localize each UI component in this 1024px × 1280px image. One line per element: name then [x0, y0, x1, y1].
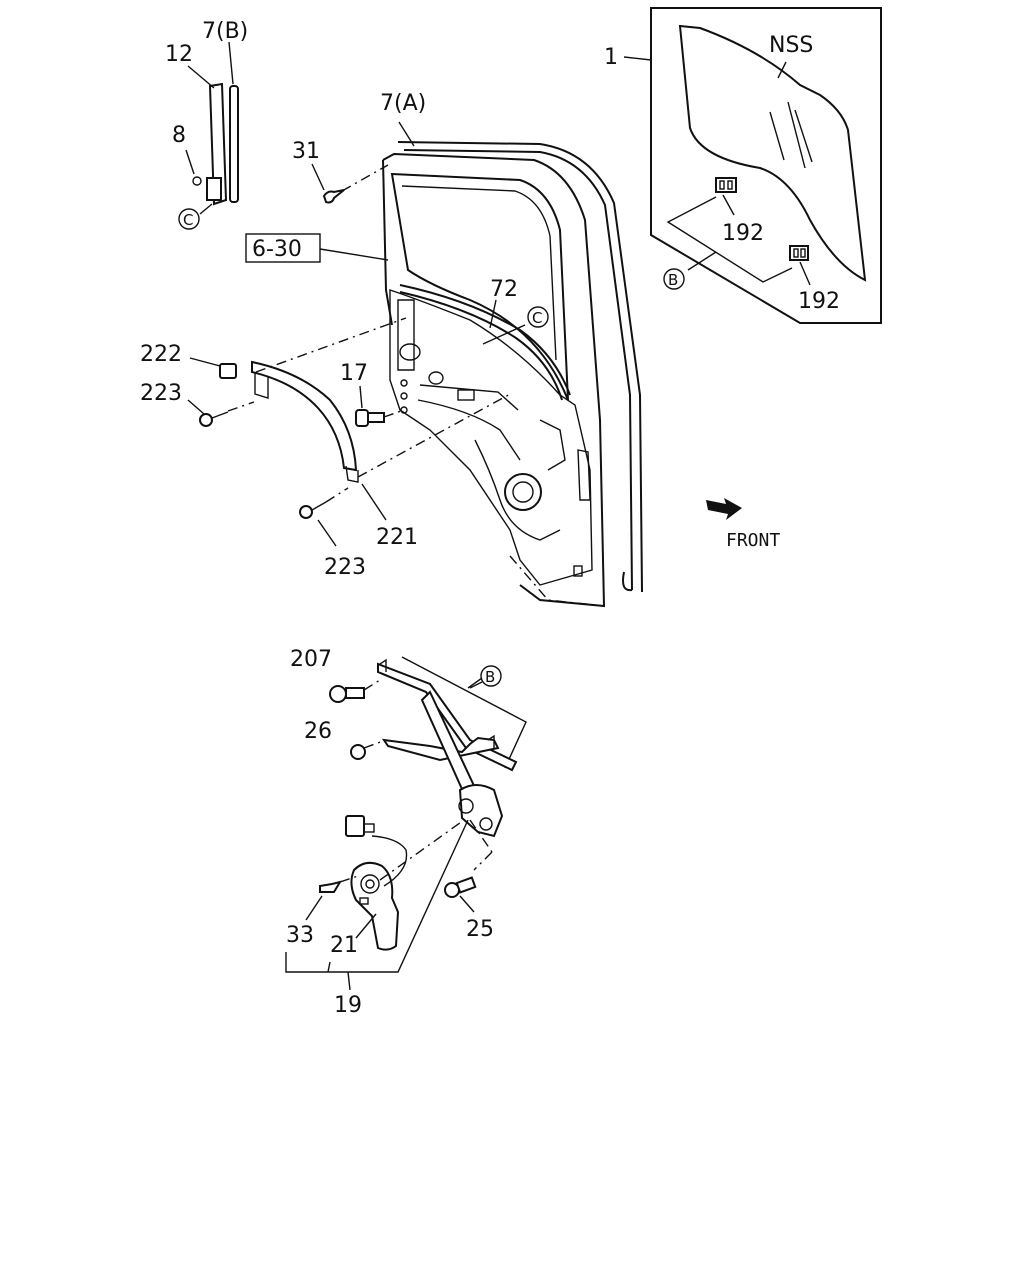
svg-text:B: B — [485, 668, 495, 686]
label-part-25: 25 — [466, 917, 494, 942]
label-part-7a: 7(A) — [380, 91, 426, 116]
part-31-clip — [311, 163, 389, 204]
window-regulator — [285, 656, 527, 991]
ref-6-30-box: 6-30 — [245, 233, 321, 263]
glass-bracket-lower — [789, 245, 809, 261]
label-part-221: 221 — [376, 525, 418, 550]
front-arrow-icon — [706, 498, 742, 520]
label-part-192-upper: 192 — [722, 221, 764, 246]
part-223-screw-upper — [187, 399, 255, 427]
run-channel-assembly — [185, 41, 239, 215]
door-panel — [319, 121, 643, 608]
label-part-19: 19 — [334, 993, 362, 1018]
callout-c-door: C — [527, 306, 549, 328]
part-17-bolt — [355, 385, 405, 427]
svg-text:B: B — [668, 271, 678, 289]
label-part-12: 12 — [165, 42, 193, 67]
svg-text:C: C — [532, 309, 542, 327]
label-part-31: 31 — [292, 139, 320, 164]
label-part-17: 17 — [340, 361, 368, 386]
callout-b-glass: B — [663, 268, 685, 290]
part-223-screw-lower — [299, 487, 349, 547]
callout-c-channel: C — [178, 208, 200, 230]
door-glass-inset — [623, 7, 882, 324]
glass-bracket-upper — [715, 177, 737, 193]
label-part-207: 207 — [290, 647, 332, 672]
label-part-8: 8 — [172, 123, 186, 148]
label-front: FRONT — [726, 530, 780, 551]
part-222-cap — [189, 357, 237, 379]
label-part-33: 33 — [286, 923, 314, 948]
label-part-223-lower: 223 — [324, 555, 366, 580]
label-part-222: 222 — [140, 342, 182, 367]
label-part-26: 26 — [304, 719, 332, 744]
label-part-7b: 7(B) — [202, 19, 248, 44]
callout-b-regulator: B — [480, 665, 502, 687]
label-nss: NSS — [769, 33, 813, 58]
label-part-1: 1 — [604, 45, 618, 70]
svg-text:C: C — [183, 211, 193, 229]
part-221-rail — [251, 317, 513, 521]
label-part-21: 21 — [330, 933, 358, 958]
label-ref-6-30: 6-30 — [252, 237, 302, 262]
label-part-192-lower: 192 — [798, 289, 840, 314]
label-part-72: 72 — [490, 277, 518, 302]
label-part-223-upper: 223 — [140, 381, 182, 406]
